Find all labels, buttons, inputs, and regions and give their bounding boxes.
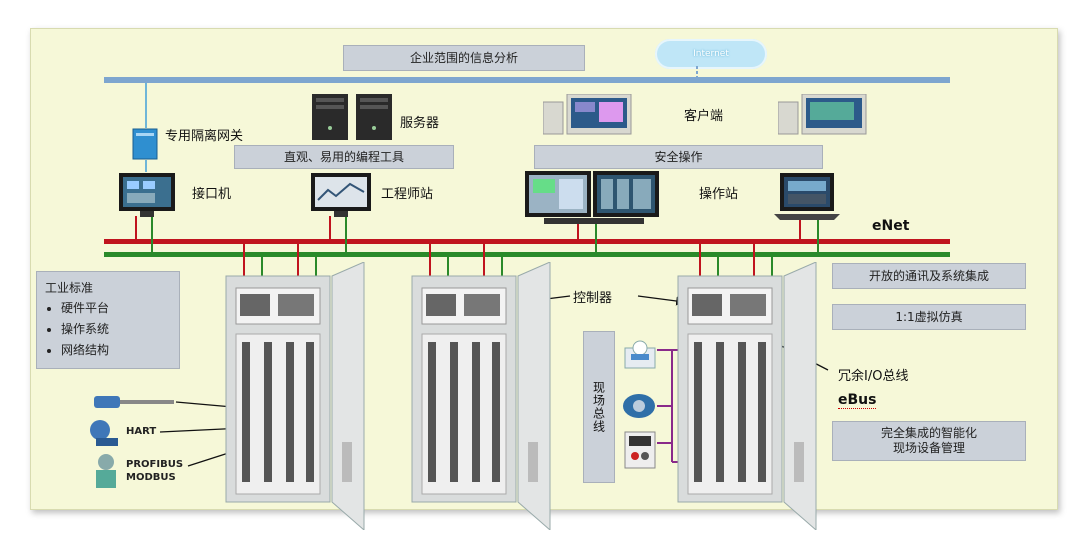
field-bus-label: 现场总线 — [591, 381, 606, 433]
control-cabinet-1 — [224, 261, 370, 532]
controller-label: 控制器 — [573, 291, 613, 306]
internet-label: Internet — [693, 49, 729, 59]
engineer-label: 工程师站 — [381, 187, 434, 202]
standard-item: 操作系统 — [61, 319, 109, 340]
standard-item: 硬件平台 — [61, 298, 109, 319]
server-icon — [310, 92, 394, 142]
enet-green-bus — [104, 252, 950, 257]
programming-tools-box: 直观、易用的编程工具 — [234, 145, 454, 169]
top-network-bus — [104, 77, 950, 83]
open-communication-label: 开放的通讯及系统集成 — [868, 268, 989, 283]
control-cabinet-2 — [410, 261, 556, 532]
field-bus-box: 现场总线 — [583, 331, 615, 483]
industry-standard-title: 工业标准 — [45, 281, 94, 295]
safe-operation-label: 安全操作 — [654, 149, 703, 164]
ebus-label: eBus — [838, 392, 877, 409]
interface-label: 接口机 — [192, 187, 232, 202]
virtual-simulation-label: 1:1虚拟仿真 — [895, 309, 963, 324]
client-pc-icon — [542, 93, 635, 136]
transmitter-icon-1 — [92, 392, 176, 412]
virtual-simulation-box: 1:1虚拟仿真 — [832, 304, 1026, 330]
top-banner: 企业范围的信息分析 — [343, 45, 585, 71]
profibus-transmitter-icon — [88, 452, 124, 490]
enet-red-bus — [104, 239, 950, 244]
safe-operation-box: 安全操作 — [534, 145, 823, 169]
open-communication-box: 开放的通讯及系统集成 — [832, 263, 1026, 289]
ebus-text: eBus — [838, 392, 877, 409]
field-device-icon-2 — [621, 392, 657, 420]
standard-item: 网络结构 — [61, 340, 109, 361]
client-pc-icon-2 — [777, 93, 870, 136]
smart-management-line2: 现场设备管理 — [892, 441, 965, 455]
programming-tools-label: 直观、易用的编程工具 — [283, 149, 404, 164]
cabinet-drops — [243, 244, 773, 276]
control-cabinet-3 — [676, 261, 822, 532]
industry-standard-list: 硬件平台 操作系统 网络结构 — [43, 298, 109, 361]
field-device-icon-1 — [623, 338, 657, 372]
engineer-station-icon — [310, 172, 372, 218]
operator-laptop-icon — [772, 172, 842, 222]
gateway-label: 专用隔离网关 — [165, 129, 244, 144]
interface-machine-icon — [118, 172, 176, 218]
profibus-label: PROFIBUS — [126, 459, 184, 470]
smart-management-line1: 完全集成的智能化 — [880, 426, 977, 440]
field-device-icon-3 — [623, 430, 657, 470]
top-banner-label: 企业范围的信息分析 — [409, 50, 518, 65]
server-label: 服务器 — [400, 116, 440, 131]
hart-transmitter-icon — [86, 418, 122, 448]
smart-management-box: 完全集成的智能化 现场设备管理 — [832, 421, 1026, 461]
client-label: 客户端 — [684, 109, 724, 124]
station-drops — [135, 216, 819, 257]
operator-label: 操作站 — [699, 187, 739, 202]
internet-cloud-icon: Internet — [655, 39, 767, 69]
hart-label: HART — [126, 426, 157, 437]
industry-standard-box: 工业标准 硬件平台 操作系统 网络结构 — [36, 271, 180, 369]
enet-label: eNet — [872, 218, 909, 234]
enet-text: eNet — [872, 218, 910, 234]
redundant-io-label: 冗余I/O总线 — [838, 369, 909, 384]
gateway-device-icon — [132, 128, 158, 160]
modbus-label: MODBUS — [126, 472, 176, 483]
operator-dual-screen-icon — [524, 170, 660, 226]
